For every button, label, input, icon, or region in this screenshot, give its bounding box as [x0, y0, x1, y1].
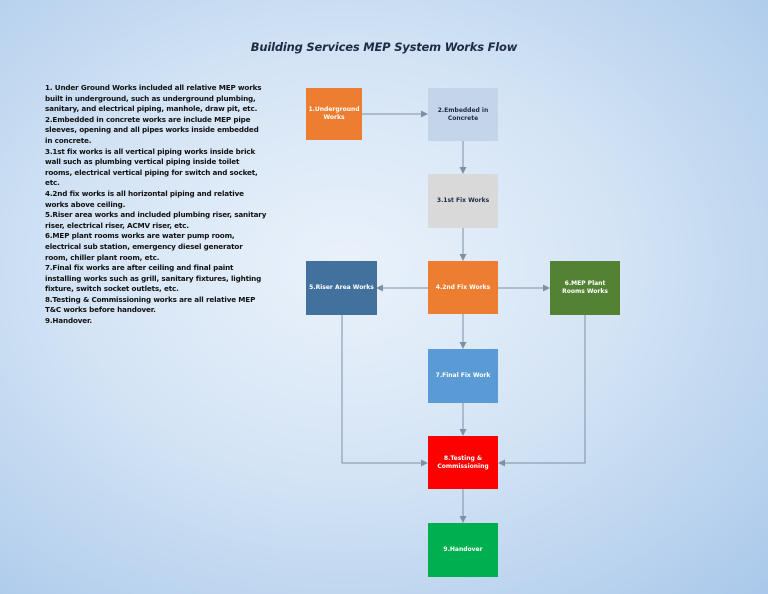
- note-item: 6.MEP plant rooms works are water pump r…: [45, 231, 243, 262]
- node-final-fix-work: 7.Final Fix Work: [428, 349, 498, 403]
- notes-list: 1. Under Ground Works included all relat…: [45, 83, 267, 327]
- node-handover: 9.Handover: [428, 523, 498, 577]
- note-item: 8.Testing & Commissioning works are all …: [45, 294, 256, 315]
- page-title: Building Services MEP System Works Flow: [250, 40, 518, 54]
- note-item: 3.1st fix works is all vertical piping w…: [45, 146, 258, 188]
- note-item: 5.Riser area works and included plumbing…: [45, 210, 267, 230]
- node-testing-commissioning: 8.Testing & Commissioning: [428, 436, 498, 489]
- note-item: 2.Embedded in concrete works are include…: [45, 114, 259, 145]
- node-second-fix-works: 4.2nd Fix Works: [428, 261, 498, 314]
- node-riser-area-works: 5.Riser Area Works: [306, 261, 377, 315]
- node-mep-plant-rooms-works: 6.MEP Plant Rooms Works: [550, 261, 620, 315]
- arrow-riser-to-testing: [341, 315, 428, 467]
- node-first-fix-works: 3.1st Fix Works: [428, 174, 498, 228]
- note-item: 1. Under Ground Works included all relat…: [45, 83, 262, 114]
- arrow-plant-rooms-to-testing: [498, 315, 586, 467]
- note-item: 7.Final fix works are after ceiling and …: [45, 263, 262, 294]
- note-item: 9.Handover.: [45, 316, 92, 326]
- node-embedded-in-concrete: 2.Embedded in Concrete: [428, 88, 498, 141]
- note-item: 4.2nd fix works is all horizontal piping…: [45, 188, 244, 209]
- node-underground-works: 1.Underground Works: [306, 88, 362, 140]
